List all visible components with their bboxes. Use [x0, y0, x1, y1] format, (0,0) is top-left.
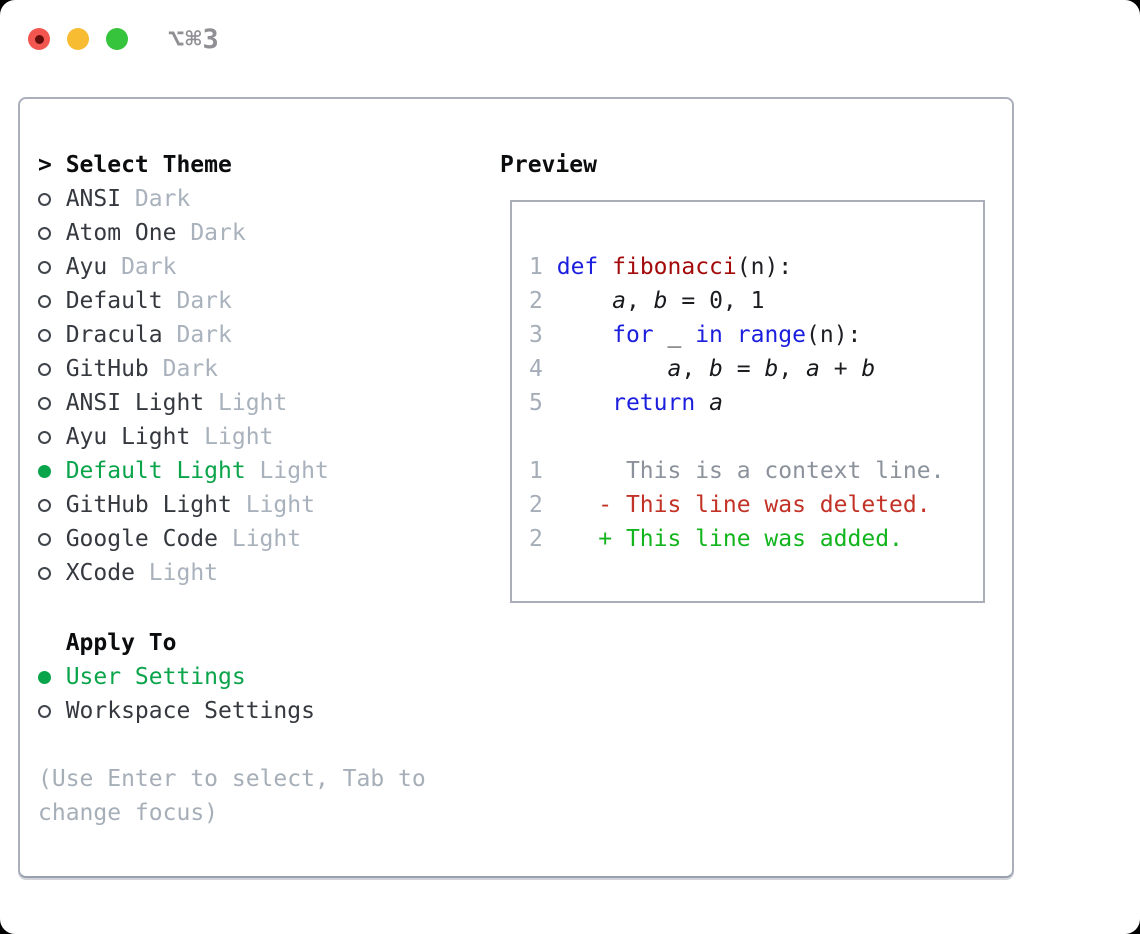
option-label: Workspace Settings: [65, 698, 315, 724]
apply-panel-header: Apply To: [38, 626, 315, 660]
radio-option[interactable]: Atom One Dark: [38, 216, 329, 250]
option-label: Ayu Light: [65, 424, 191, 450]
radio-indicator: [38, 250, 66, 284]
option-variant-label: Light: [218, 526, 302, 552]
radio-indicator: [38, 660, 66, 694]
radio-indicator: [38, 556, 66, 590]
preview-line: 3 for _ in range(n):: [529, 322, 862, 348]
option-variant-label: Dark: [107, 254, 177, 280]
option-label: ANSI Light: [65, 390, 205, 416]
option-label: GitHub Light: [65, 492, 232, 518]
preview-pane: 1 def fibonacci(n): 2 a, b = 0, 1 3 for _ …: [510, 200, 985, 603]
radio-indicator: [38, 216, 66, 250]
radio-option[interactable]: User Settings: [38, 660, 315, 694]
radio-indicator: [38, 318, 66, 352]
option-label: Default: [65, 288, 163, 314]
radio-circle-icon: [38, 566, 51, 580]
radio-circle-icon: [38, 498, 51, 512]
radio-option[interactable]: Ayu Light Light: [38, 420, 329, 454]
option-label: Atom One: [65, 220, 177, 246]
option-variant-label: Light: [134, 560, 219, 586]
option-label: Ayu: [65, 254, 108, 280]
option-variant-label: Dark: [121, 186, 191, 212]
zoom-button[interactable]: [106, 28, 128, 50]
theme-panel-header: > Select Theme: [38, 148, 329, 182]
option-label: ANSI: [65, 186, 122, 212]
radio-circle-icon: [38, 704, 51, 718]
theme-options: ANSI Dark Atom One Dark Ayu Dark Default…: [38, 182, 329, 590]
preview-line: 2 + This line was added.: [529, 526, 903, 552]
radio-indicator: [38, 488, 66, 522]
option-variant-label: Dark: [148, 356, 219, 382]
option-variant-label: Light: [231, 492, 315, 518]
option-label: XCode: [65, 560, 135, 586]
apply-to-list: Apply To User Settings Workspace Setting…: [38, 626, 315, 728]
radio-option[interactable]: Ayu Dark: [38, 250, 329, 284]
radio-indicator: [38, 454, 66, 488]
radio-option[interactable]: GitHub Light Light: [38, 488, 329, 522]
option-label: User Settings: [65, 664, 246, 690]
preview-line: 1 def fibonacci(n):: [529, 254, 793, 280]
radio-option[interactable]: Workspace Settings: [38, 694, 315, 728]
focus-caret: >: [38, 152, 52, 178]
help-text: (Use Enter to select, Tab to change focu…: [38, 766, 426, 826]
preview-lines: 1 def fibonacci(n): 2 a, b = 0, 1 3 for _ …: [512, 202, 983, 556]
radio-option[interactable]: ANSI Dark: [38, 182, 329, 216]
apply-panel-title: Apply To: [65, 630, 177, 656]
radio-indicator: [38, 522, 66, 556]
radio-indicator: [38, 182, 66, 216]
radio-option[interactable]: Dracula Dark: [38, 318, 329, 352]
radio-circle-icon: [38, 670, 51, 684]
radio-circle-icon: [38, 362, 51, 376]
radio-circle-icon: [38, 192, 51, 206]
option-label: Dracula: [65, 322, 163, 348]
radio-circle-icon: [38, 260, 51, 274]
option-label: GitHub: [65, 356, 149, 382]
preview-line: 1 This is a context line.: [529, 458, 945, 484]
preview-line: 2 - This line was deleted.: [529, 492, 931, 518]
radio-indicator: [38, 386, 66, 420]
radio-indicator: [38, 420, 66, 454]
option-variant-label: Dark: [162, 288, 232, 314]
window-shortcut-label: ⌥⌘3: [168, 24, 220, 55]
option-variant-label: Dark: [162, 322, 232, 348]
radio-option[interactable]: Default Dark: [38, 284, 329, 318]
radio-option[interactable]: XCode Light: [38, 556, 329, 590]
radio-circle-icon: [38, 328, 51, 342]
close-button[interactable]: [28, 28, 50, 50]
apply-options: User Settings Workspace Settings: [38, 660, 315, 728]
option-label: Default Light: [65, 458, 246, 484]
radio-circle-icon: [38, 464, 51, 478]
option-variant-label: Light: [245, 458, 329, 484]
titlebar: ⌥⌘3: [0, 0, 1140, 78]
radio-circle-icon: [38, 294, 51, 308]
radio-circle-icon: [38, 226, 51, 240]
radio-option[interactable]: ANSI Light Light: [38, 386, 329, 420]
preview-line: 2 a, b = 0, 1: [529, 288, 765, 314]
option-label: Google Code: [65, 526, 219, 552]
preview-title: Preview: [500, 152, 597, 178]
close-dot-icon: [34, 34, 44, 44]
radio-circle-icon: [38, 430, 51, 444]
option-variant-label: Light: [190, 424, 274, 450]
radio-option[interactable]: GitHub Dark: [38, 352, 329, 386]
preview-line: 4 a, b = b, a + b: [529, 356, 876, 382]
preview-line: [529, 420, 983, 454]
option-variant-label: Dark: [176, 220, 246, 246]
radio-indicator: [38, 694, 66, 728]
preview-line: 5 return a: [529, 390, 723, 416]
apply-header-spacer: [38, 626, 66, 660]
theme-list: > Select Theme ANSI Dark Atom One Dark Ay…: [38, 148, 329, 590]
radio-indicator: [38, 284, 66, 318]
option-variant-label: Light: [204, 390, 288, 416]
minimize-button[interactable]: [67, 28, 89, 50]
radio-option[interactable]: Default Light Light: [38, 454, 329, 488]
theme-selector-dialog: > Select Theme ANSI Dark Atom One Dark Ay…: [18, 97, 1014, 878]
radio-circle-icon: [38, 532, 51, 546]
radio-indicator: [38, 352, 66, 386]
theme-panel-title: Select Theme: [65, 152, 232, 178]
radio-circle-icon: [38, 396, 51, 410]
radio-option[interactable]: Google Code Light: [38, 522, 329, 556]
